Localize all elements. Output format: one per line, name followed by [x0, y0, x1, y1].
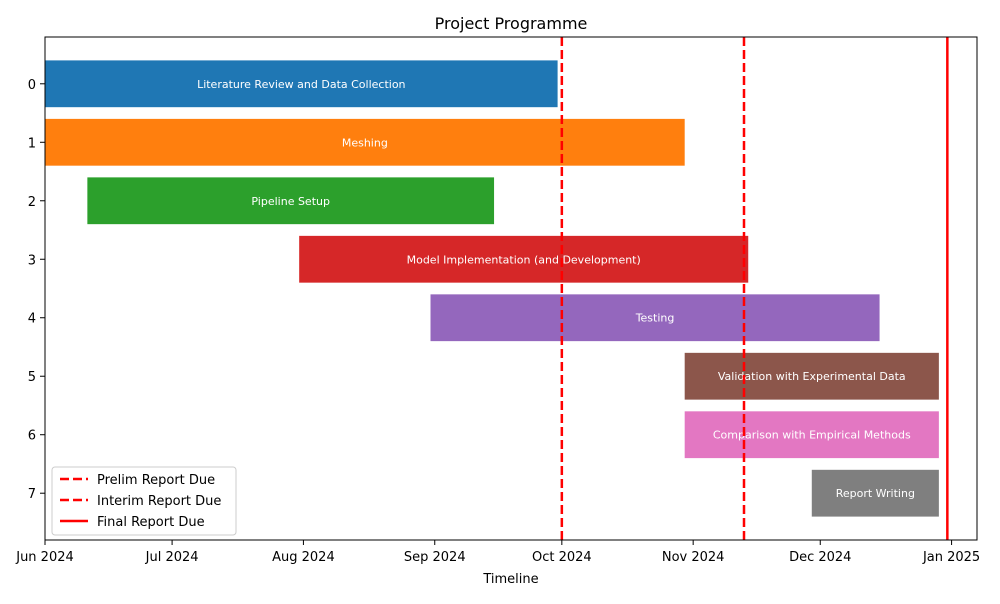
task-bar-label: Model Implementation (and Development) — [407, 253, 641, 266]
y-tick-label: 4 — [28, 312, 36, 327]
task-bar-label: Testing — [635, 312, 675, 325]
legend-box — [51, 466, 237, 536]
task-bar — [299, 235, 749, 283]
legend-label: Interim Report Due — [97, 494, 221, 509]
task-bar — [45, 118, 685, 166]
task-bar-label: Literature Review and Data Collection — [197, 78, 405, 91]
task-bar — [811, 469, 939, 517]
task-bar — [684, 352, 939, 400]
task-bar — [45, 60, 558, 108]
legend-label: Final Report Due — [97, 515, 205, 530]
task-bar-label: Comparison with Empirical Methods — [713, 429, 911, 442]
task-bar-label: Pipeline Setup — [251, 195, 330, 208]
task-bar — [430, 294, 880, 342]
y-tick-label: 2 — [28, 195, 36, 210]
x-tick-label: Jul 2024 — [145, 550, 199, 565]
plot-area-frame — [44, 36, 978, 541]
task-bar-label: Validation with Experimental Data — [718, 370, 906, 383]
x-axis-ticks: Jun 2024 Jul 2024 Aug 2024 Sep 2024 Oct 2024… — [15, 540, 980, 565]
y-axis-ticks: 0 1 2 3 4 5 6 7 — [28, 78, 45, 502]
x-tick-label: Aug 2024 — [272, 550, 335, 565]
x-tick-label: Oct 2024 — [532, 550, 592, 565]
x-tick-label: Nov 2024 — [662, 550, 725, 565]
task-bar-label: Meshing — [342, 136, 388, 149]
task-bar — [87, 177, 495, 225]
y-tick-label: 0 — [28, 78, 36, 93]
x-tick-label: Sep 2024 — [404, 550, 466, 565]
x-tick-label: Jan 2025 — [922, 550, 980, 565]
x-axis-label: Timeline — [482, 572, 538, 587]
y-tick-label: 1 — [28, 136, 36, 151]
chart-title: Project Programme — [435, 14, 588, 33]
task-bar — [684, 411, 939, 459]
y-tick-label: 5 — [28, 370, 36, 385]
x-tick-label: Jun 2024 — [15, 550, 74, 565]
legend-label: Prelim Report Due — [97, 473, 215, 488]
y-tick-label: 7 — [28, 487, 36, 502]
milestone-lines — [560, 37, 949, 540]
x-tick-label: Dec 2024 — [789, 550, 851, 565]
task-bars: Literature Review and Data CollectionMes… — [45, 60, 939, 517]
task-bar-label: Report Writing — [836, 487, 915, 500]
y-tick-label: 6 — [28, 429, 36, 444]
y-tick-label: 3 — [28, 253, 36, 268]
